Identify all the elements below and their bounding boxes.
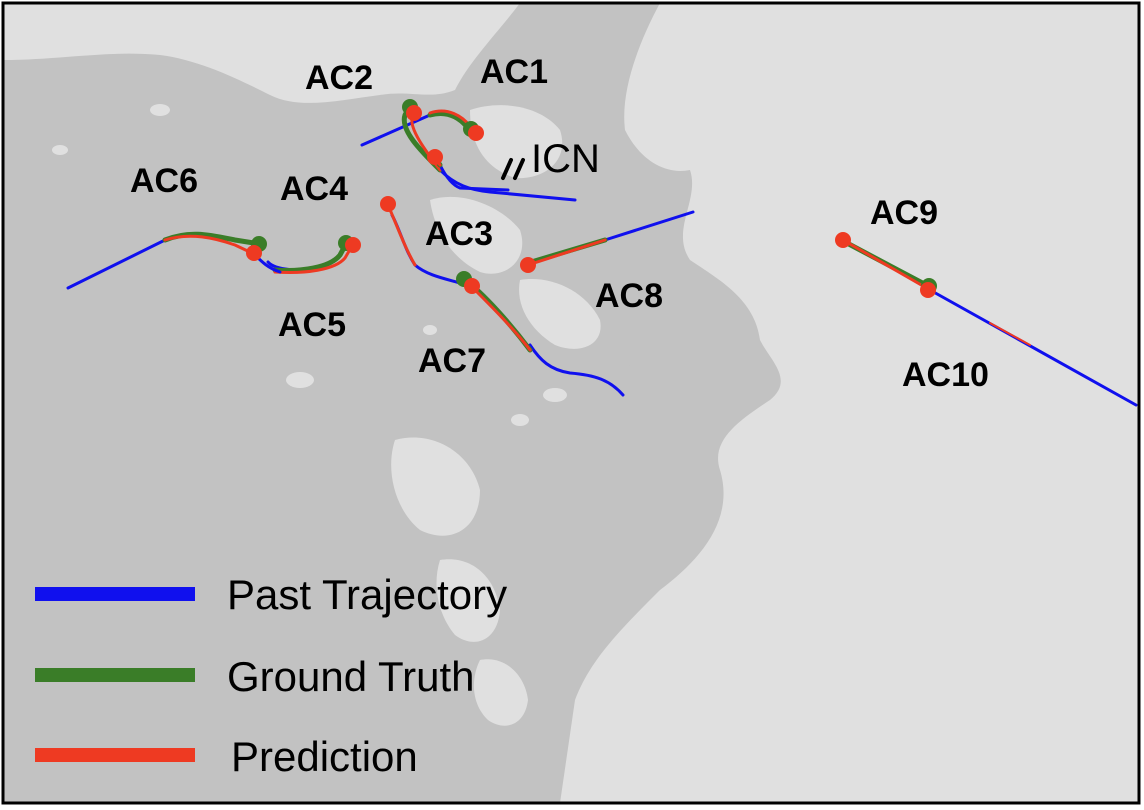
ac7-pred-path [470, 285, 532, 352]
aircraft-labels: AC1 AC2 AC3 AC4 AC5 AC6 AC7 AC8 AC9 AC10 [130, 53, 989, 394]
ac6-past-path [66, 238, 167, 290]
legend: Past Trajectory Ground Truth Prediction [35, 571, 507, 780]
ac1-past-path [360, 113, 432, 147]
ac1-pred-endpoint [468, 125, 484, 141]
ac6-pred-path [163, 234, 256, 256]
ac2-label: AC2 [305, 59, 373, 97]
ac9-pred-endpoint [835, 232, 851, 248]
land-area [3, 3, 781, 803]
ac4-pred-path [273, 244, 354, 274]
ac4-start-pred-endpoint [380, 196, 396, 212]
ac6-label: AC6 [130, 162, 198, 200]
trajectory-ac7 [380, 196, 625, 397]
ac8-pred-path [526, 238, 607, 267]
runway-icon [501, 158, 525, 180]
ac9-pred-path [841, 238, 932, 292]
legend-item-truth: Ground Truth [35, 653, 474, 700]
ac7-label: AC7 [418, 342, 486, 380]
ac5-label: AC5 [278, 306, 346, 344]
legend-swatch-truth [35, 668, 195, 682]
trajectories-layer [66, 99, 1138, 407]
ac8-past-path [603, 210, 695, 242]
trajectory-ac3 [427, 149, 510, 192]
legend-item-prediction: Prediction [35, 733, 418, 780]
legend-label-truth: Ground Truth [227, 653, 474, 700]
ac6-pred-endpoint [246, 245, 262, 261]
ac10-past-path [928, 288, 1138, 407]
trajectory-ac8 [520, 210, 695, 273]
ac7-past-path [528, 343, 625, 397]
airport-marker: ICN [501, 137, 600, 181]
ac1-label: AC1 [480, 53, 548, 91]
legend-label-past: Past Trajectory [227, 571, 507, 618]
legend-swatch-past [35, 587, 195, 601]
ac8-pred-endpoint [520, 257, 536, 273]
ac3-label: AC3 [425, 215, 493, 253]
ac8-label: AC8 [595, 277, 663, 315]
ac4-truth-path [272, 241, 349, 273]
ac4-label: AC4 [280, 170, 348, 208]
trajectory-ac1 [360, 109, 484, 147]
ac10-label: AC10 [902, 356, 989, 394]
ac3-pred-endpoint [427, 149, 443, 165]
ac9-label: AC9 [870, 194, 938, 232]
ac2-pred-endpoint [406, 105, 422, 121]
legend-swatch-prediction [35, 748, 195, 762]
trajectory-ac10 [835, 232, 1138, 407]
airport-label: ICN [531, 137, 600, 181]
ac10-pred-path-segment [989, 322, 1031, 346]
ac3-past-path [438, 163, 510, 192]
trajectory-ac4 [266, 235, 361, 274]
legend-label-prediction: Prediction [231, 733, 418, 780]
ac10-pred-endpoint [920, 282, 936, 298]
legend-item-past: Past Trajectory [35, 571, 507, 618]
ac7-pred-endpoint [464, 278, 480, 294]
ac4-pred-endpoint [345, 237, 361, 253]
coastal-inlets [3, 3, 601, 726]
trajectory-ac6 [66, 231, 282, 290]
